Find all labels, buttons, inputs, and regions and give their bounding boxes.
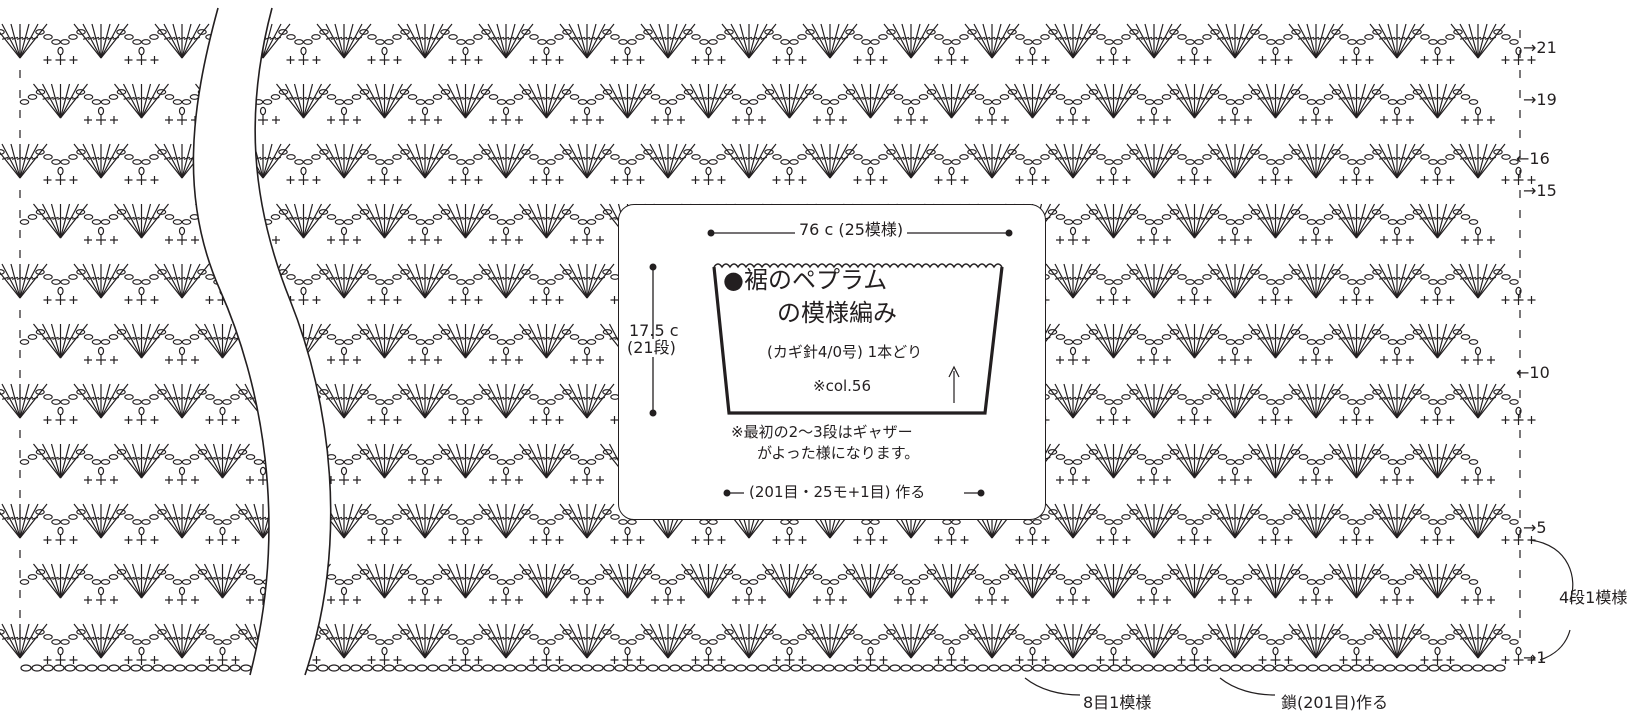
break-curve-right [254, 7, 332, 676]
row-label-21: →21 [1523, 38, 1557, 57]
row-label-10: ←10 [1516, 363, 1550, 382]
row-label-15: →15 [1523, 181, 1557, 200]
row-label-5: →5 [1523, 518, 1547, 537]
foundation-chain-label: 鎖(201目)作る [1281, 693, 1389, 712]
foundation-chain [20, 664, 1506, 672]
row-label-1: →1 [1523, 648, 1547, 667]
width-label: 76 c (25模様) [795, 221, 908, 239]
panel-shape-diagram [649, 229, 1013, 497]
repeat-stitch-leader [1024, 677, 1081, 696]
info-panel: 76 c (25模様) 17.5 c (21段) ●裾のペプラム の模様編み (… [618, 204, 1046, 520]
repeat-rows-label: 4段1模様 [1559, 588, 1628, 607]
foundation-leader [1219, 677, 1276, 696]
height-rows-label: (21段) [627, 338, 676, 357]
cast-on-label: (201目・25モ+1目) 作る [749, 483, 926, 501]
repeat-stitch-label: 8目1模様 [1083, 693, 1152, 712]
panel-title-line2: の模様編み [777, 299, 897, 327]
needle-label: (カギ針4/0号) 1本どり [767, 343, 923, 361]
note-line2: がよった様になります。 [757, 444, 920, 462]
break-gap [193, 8, 331, 675]
color-label: ※col.56 [813, 377, 872, 395]
panel-title-line1: ●裾のペプラム [723, 266, 888, 294]
repeat-rows-bracket [1529, 539, 1574, 661]
row-label-16: ←16 [1516, 149, 1550, 168]
height-label: 17.5 c [629, 321, 679, 340]
note-line1: ※最初の2〜3段はギャザー [731, 423, 913, 441]
row-label-19: →19 [1523, 90, 1557, 109]
break-curve-left [192, 7, 270, 676]
